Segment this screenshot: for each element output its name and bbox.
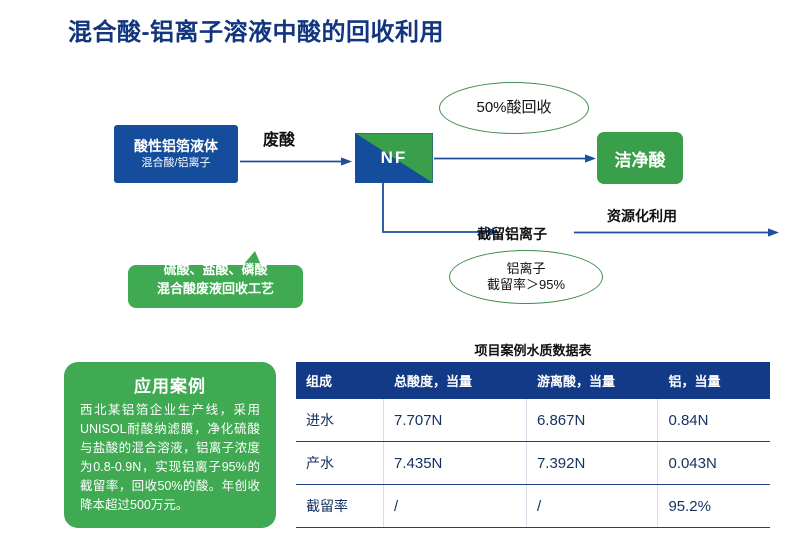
column-header-free-acid: 游离酸，当量 [526,362,659,399]
cell-composition: 产水 [296,441,384,485]
callout-ellipse-aluminum-rejection: 铝离子 截留率＞95% [449,250,603,304]
application-case-body: 西北某铝箔企业生产线，采用UNISOL耐酸纳滤膜，净化硫酸与盐酸的混合溶液，铝离… [80,403,260,512]
callout-ellipse-acid-recovery: 50%酸回收 [439,82,589,134]
arrow-nf-to-clean-acid-icon [434,154,596,163]
nf-label: NF [380,148,408,167]
cell-free-acid: 7.392N [526,441,659,485]
column-header-composition: 组成 [296,362,384,399]
table-row: 进水 7.707N 6.867N 0.84N [296,399,770,442]
waste-acid-label: 废酸 [263,132,296,149]
ellipse-bottom-line2: 截留率＞95% [486,277,566,292]
cell-aluminum: 0.84N [657,399,770,442]
elbow-connector-nf-to-retentate-icon [382,180,499,237]
process-flow-diagram: 酸性铝箔液体 混合酸/铝离子 废酸 NF 洁净酸 50%酸 [0,60,800,325]
process-callout-banner: 硫酸、盐酸、磷酸 混合酸废液回收工艺 [128,251,303,308]
water-quality-data-table: 组成 总酸度，当量 游离酸，当量 铝，当量 进水 7.707N 6.867N 0… [296,362,770,528]
application-case-panel: 应用案例 西北某铝箔企业生产线，采用UNISOL耐酸纳滤膜，净化硫酸与盐酸的混合… [64,362,276,528]
table-body: 进水 7.707N 6.867N 0.84N 产水 7.435N 7.392N … [296,399,770,528]
clean-acid-box: 洁净酸 [597,132,683,184]
cell-total-acidity: 7.707N [383,399,527,442]
source-box-subtitle: 混合酸/铝离子 [141,157,211,170]
resource-utilization-label: 资源化利用 [607,208,677,224]
cell-aluminum: 0.043N [657,441,770,485]
callout-bubble-shape-icon [128,251,303,308]
cell-free-acid: / [526,484,659,528]
table-row: 产水 7.435N 7.392N 0.043N [296,441,770,485]
cell-total-acidity: / [383,484,527,528]
column-header-total-acidity: 总酸度，当量 [383,362,527,399]
nf-membrane-unit: NF [354,132,434,184]
page-title: 混合酸-铝离子溶液中酸的回收利用 [68,19,444,46]
cell-aluminum: 95.2% [657,484,770,528]
arrow-retentate-to-resource-icon [574,228,779,237]
callout-line2: 混合酸废液回收工艺 [156,280,274,296]
table-title: 项目案例水质数据表 [474,343,592,358]
callout-text: 硫酸、盐酸、磷酸 混合酸废液回收工艺 [128,251,303,308]
arrow-source-to-nf-icon [240,157,352,166]
table-header-row: 组成 总酸度，当量 游离酸，当量 铝，当量 [296,362,770,399]
table-head: 组成 总酸度，当量 游离酸，当量 铝，当量 [296,362,770,399]
cell-composition: 截留率 [296,484,384,528]
source-box-title: 酸性铝箔液体 [134,137,218,154]
ellipse-top-text: 50%酸回收 [476,98,552,116]
nf-split-shape-icon [354,132,434,184]
cell-composition: 进水 [296,399,384,442]
column-header-aluminum: 铝，当量 [657,362,770,399]
table-row: 截留率 / / 95.2% [296,484,770,528]
retained-aluminum-ion-label: 截留铝离子 [477,226,547,242]
source-box-acidic-aluminum-foil-liquid: 酸性铝箔液体 混合酸/铝离子 [114,125,238,183]
ellipse-bottom-line1: 铝离子 [506,260,546,276]
cell-free-acid: 6.867N [526,399,659,442]
application-case-title: 应用案例 [134,377,206,396]
cell-total-acidity: 7.435N [383,441,527,485]
callout-line1: 硫酸、盐酸、磷酸 [163,261,268,277]
